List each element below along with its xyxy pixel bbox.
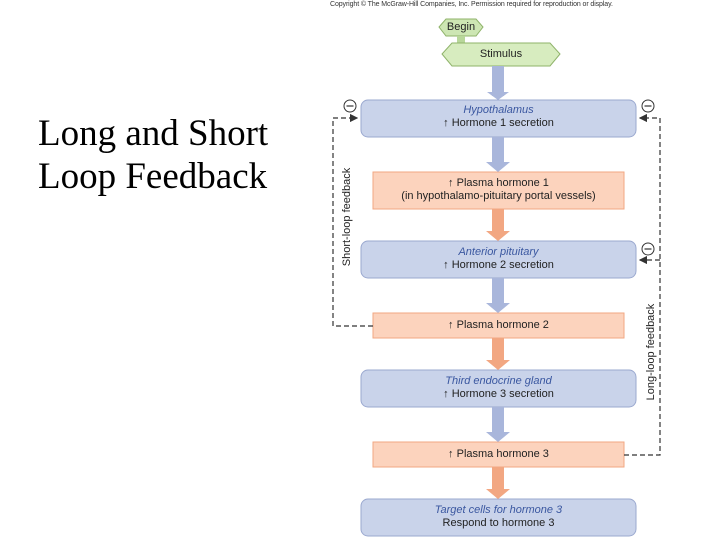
plasma-hormone-2-text: ↑ Plasma hormone 2: [448, 319, 549, 331]
box-target-cells: [360, 498, 637, 537]
hormone-3-secretion-text: ↑ Hormone 3 secretion: [443, 388, 554, 400]
slide-title-line-2: Loop Feedback: [38, 156, 268, 197]
arrow-third-gland-to-plasma-3: [486, 407, 510, 442]
plasma-hormone-1-text: ↑ Plasma hormone 1 (in hypothalamo-pitui…: [373, 177, 624, 203]
short-loop-feedback-line: [332, 113, 373, 327]
inhibit-icon: [641, 99, 655, 113]
inhibit-icon: [343, 99, 357, 113]
short-loop-feedback-label: Short-loop feedback: [341, 167, 353, 267]
hypothalamus-text: Hypothalamus ↑ Hormone 1 secretion: [361, 104, 636, 130]
hypothalamus-title: Hypothalamus: [463, 104, 534, 116]
slide-title: Long and Short Loop Feedback: [38, 112, 318, 198]
arrow-stimulus-to-hypothalamus: [487, 66, 509, 100]
begin-label: Begin: [446, 21, 476, 33]
box-plasma-hormone-2: [372, 312, 625, 339]
anterior-pituitary-title: Anterior pituitary: [458, 246, 539, 258]
third-endocrine-gland-title: Third endocrine gland: [445, 375, 552, 387]
arrow-pituitary-to-plasma-2: [486, 278, 510, 313]
stimulus-shape: [441, 42, 561, 67]
portal-vessels-line: (in hypothalamo-pituitary portal vessels…: [401, 190, 596, 202]
stimulus-label: Stimulus: [479, 48, 523, 60]
copyright-notice: Copyright © The McGraw-Hill Companies, I…: [330, 1, 613, 8]
long-loop-feedback-label: Long-loop feedback: [645, 303, 657, 401]
begin-connector: [457, 36, 465, 43]
inhibit-icon: [641, 242, 655, 256]
arrow-plasma-2-to-third-gland: [486, 338, 510, 370]
plasma-hormone-1-line: ↑ Plasma hormone 1: [448, 177, 549, 189]
anterior-pituitary-text: Anterior pituitary ↑ Hormone 2 secretion: [361, 246, 636, 272]
arrow-plasma-1-to-pituitary: [486, 209, 510, 241]
arrow-plasma-3-to-target: [486, 467, 510, 499]
hormone-1-secretion-text: ↑ Hormone 1 secretion: [443, 117, 554, 129]
hormone-2-secretion-text: ↑ Hormone 2 secretion: [443, 259, 554, 271]
long-loop-feedback-line: [624, 113, 661, 456]
target-cells-text: Target cells for hormone 3 Respond to ho…: [361, 504, 636, 530]
target-cells-title: Target cells for hormone 3: [434, 504, 563, 516]
begin-shape: [438, 18, 484, 37]
plasma-hormone-3-text: ↑ Plasma hormone 3: [448, 448, 549, 460]
respond-to-hormone-3-text: Respond to hormone 3: [442, 517, 555, 529]
slide-title-line-1: Long and Short: [38, 113, 269, 154]
arrow-hypothalamus-to-plasma-1: [486, 137, 510, 172]
third-endocrine-gland-text: Third endocrine gland ↑ Hormone 3 secret…: [361, 375, 636, 401]
